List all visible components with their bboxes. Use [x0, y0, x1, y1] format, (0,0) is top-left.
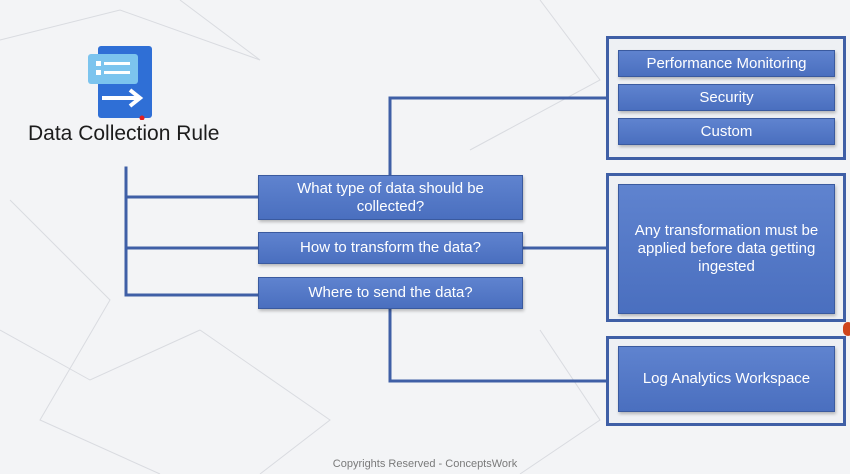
- transformation-note: Any transformation must be applied befor…: [618, 184, 835, 314]
- data-type-custom: Custom: [618, 118, 835, 145]
- edge-marker: [843, 322, 850, 336]
- data-type-security: Security: [618, 84, 835, 111]
- question-data-type: What type of data should be collected?: [258, 175, 523, 220]
- question-destination: Where to send the data?: [258, 277, 523, 309]
- destination-log-analytics-workspace: Log Analytics Workspace: [618, 346, 835, 412]
- diagram-title: Data Collection Rule: [28, 122, 220, 145]
- question-transform: How to transform the data?: [258, 232, 523, 264]
- copyright-footer: Copyrights Reserved - ConceptsWork: [332, 458, 518, 470]
- data-collection-rule-icon: [88, 46, 152, 120]
- data-type-performance-monitoring: Performance Monitoring: [618, 50, 835, 77]
